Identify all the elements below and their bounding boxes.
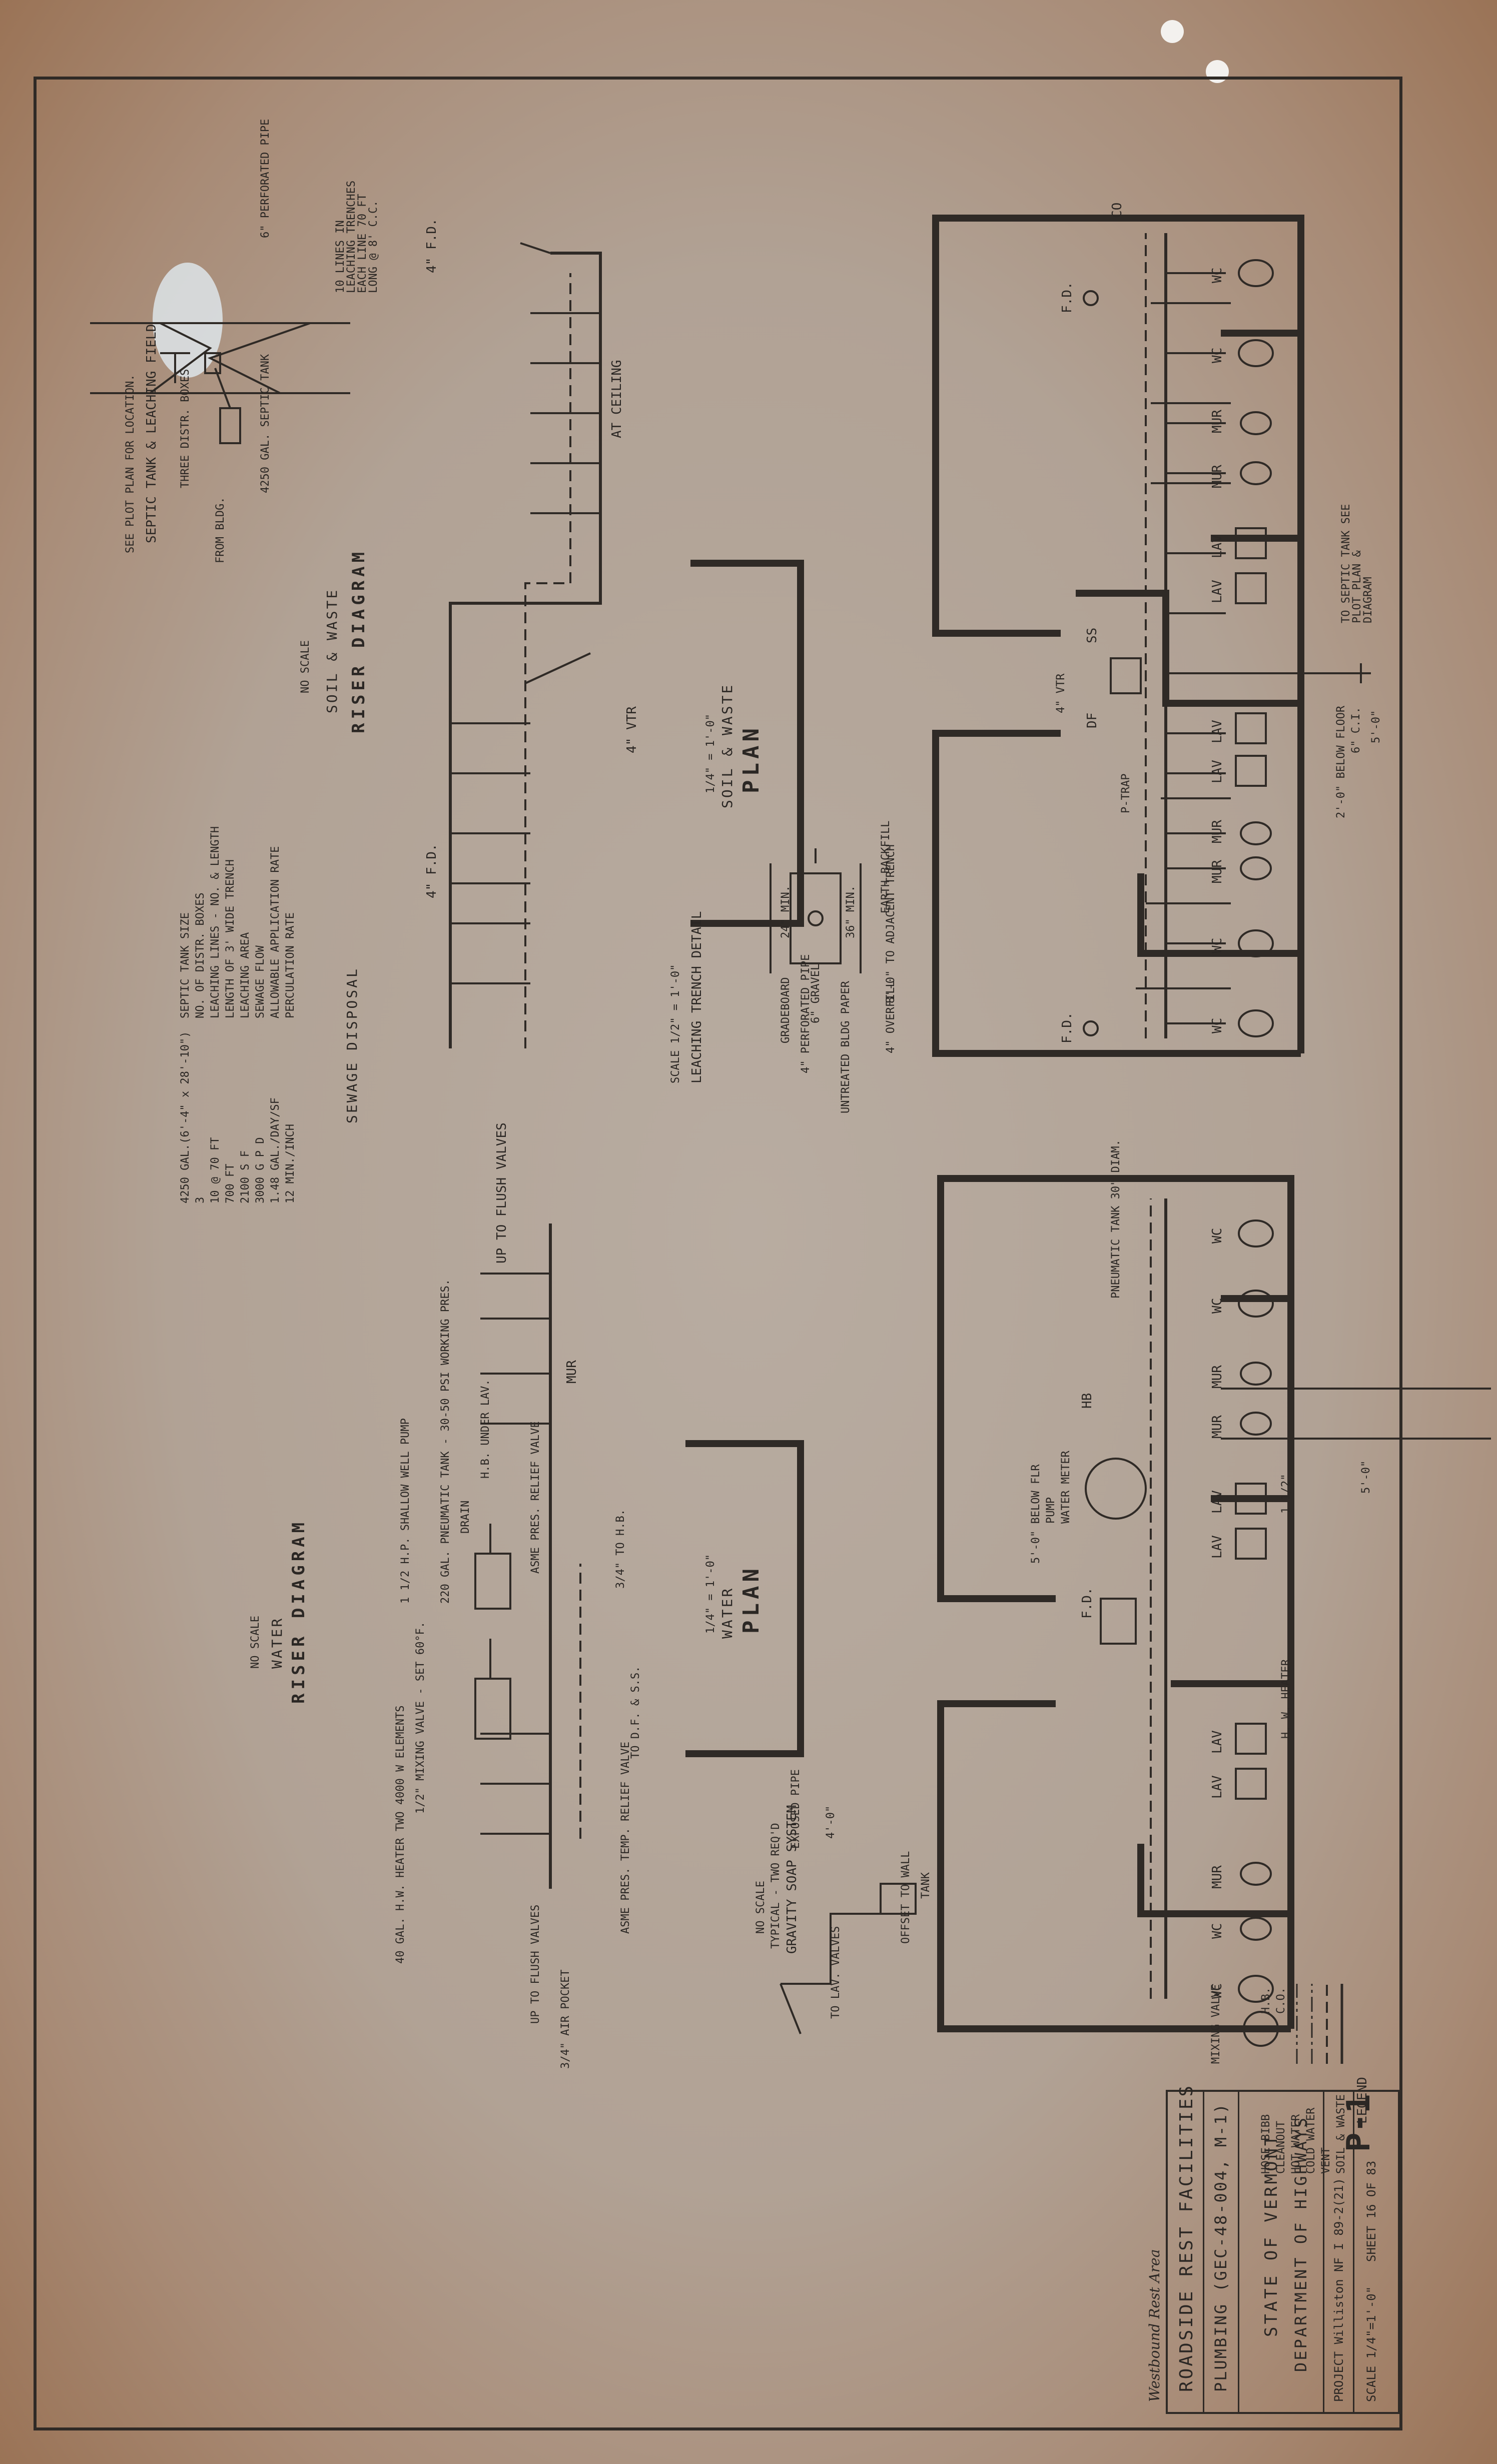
title-block-project: PROJECT Williston NF I 89-2(21) — [1332, 2178, 1346, 2402]
soap-scale: NO SCALE — [755, 1881, 767, 1934]
soap-tank: TANK — [920, 1872, 932, 1899]
binder-hole — [1161, 20, 1184, 43]
legend-symbols — [1296, 1984, 1343, 2064]
legend-hb-sym: H.B. — [1260, 1987, 1272, 2014]
soap-sub: TYPICAL - TWO REQ'D — [770, 1823, 782, 1949]
title-block-dept: DEPARTMENT OF HIGHWAYS — [1291, 2116, 1310, 2372]
soap-dim: 4'-0" — [825, 1805, 837, 1839]
soap-offset: OFFSET TO WALL — [900, 1851, 912, 1944]
title-block: Westbound Rest Area ROADSIDE REST FACILI… — [1146, 2084, 1400, 2414]
title-block-line1: ROADSIDE REST FACILITIES — [1176, 2083, 1197, 2392]
title-block-sheet: SHEET 16 OF 83 — [1364, 2160, 1378, 2262]
legend: LEGEND SOIL & WASTE VENT COLD WATER HOT … — [1246, 1974, 1370, 2174]
soap-to-lav: TO LAV. VALVES — [830, 1926, 842, 2019]
title-block-line2: PLUMBING (GEC-48-004, M-1) — [1211, 2102, 1230, 2392]
legend-co-sym: C.O. — [1275, 1987, 1287, 2014]
title-block-state: STATE OF VERMONT — [1261, 2133, 1281, 2337]
soap-exposed: EXPOSED PIPE — [790, 1769, 802, 1849]
title-block-scale: SCALE 1/4"=1'-0" — [1364, 2286, 1378, 2402]
title-block-handwritten: Westbound Rest Area — [1146, 2249, 1163, 2402]
title-block-sheet-no: P-1 — [1340, 2094, 1377, 2152]
